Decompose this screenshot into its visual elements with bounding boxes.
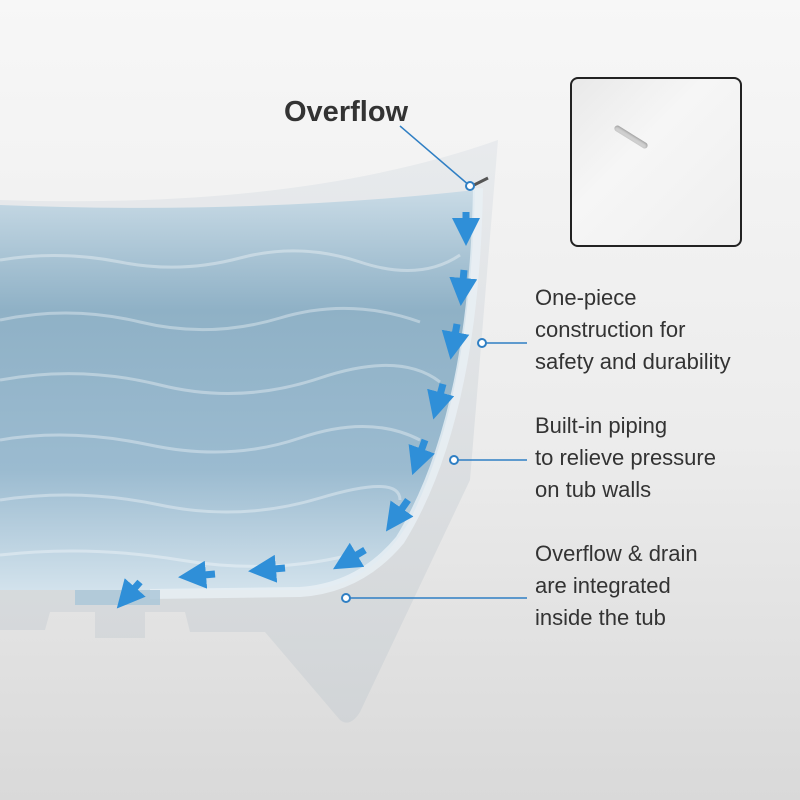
overflow-title: Overflow bbox=[284, 96, 409, 128]
overflow-detail-inset bbox=[570, 77, 742, 247]
label-overflow-drain: Overflow & drain are integrated inside t… bbox=[535, 541, 698, 630]
flow-arrow bbox=[248, 554, 286, 583]
flow-arrow bbox=[427, 383, 455, 420]
flow-arrow bbox=[408, 438, 435, 476]
flow-arrows bbox=[116, 212, 480, 609]
flow-arrow bbox=[449, 269, 478, 306]
drain bbox=[75, 590, 160, 605]
flow-arrow bbox=[441, 323, 470, 360]
callout-dot bbox=[341, 593, 351, 603]
flow-arrow bbox=[332, 542, 367, 570]
overflow-slot bbox=[613, 124, 649, 150]
water bbox=[0, 190, 475, 590]
callout-dot bbox=[449, 455, 459, 465]
callout-dot bbox=[477, 338, 487, 348]
flow-arrow bbox=[178, 560, 216, 589]
callout-dot bbox=[465, 181, 475, 191]
callout-line-overflow bbox=[399, 125, 471, 187]
flow-arrow bbox=[116, 578, 146, 609]
water-waves bbox=[0, 249, 461, 568]
flow-arrow bbox=[385, 497, 414, 532]
label-built-in-piping: Built-in piping to relieve pressure on t… bbox=[535, 413, 716, 502]
label-one-piece-construction: One-piece construction for safety and du… bbox=[535, 285, 731, 374]
